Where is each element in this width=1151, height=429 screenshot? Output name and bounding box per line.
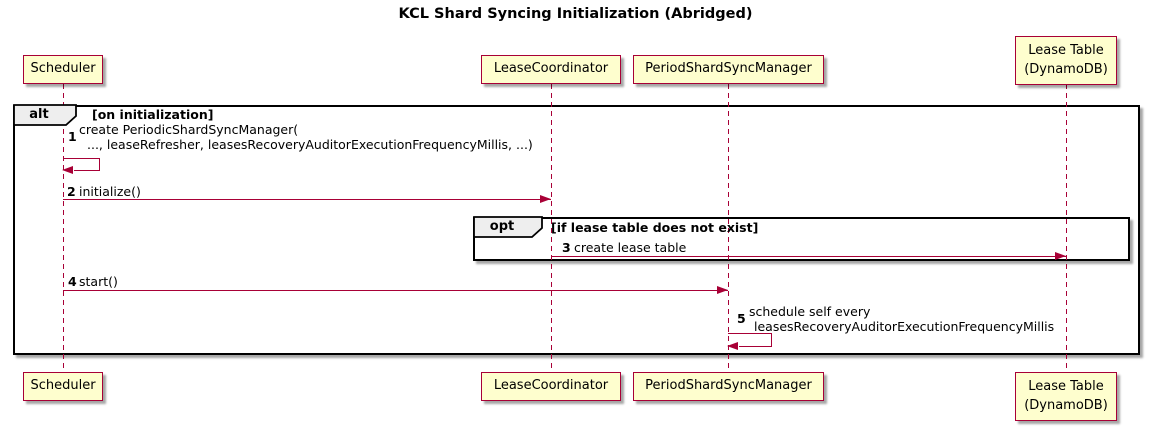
message-1-number: 1 [68,129,77,144]
message-5-self-arrow-top [728,333,772,335]
message-5-self-arrow-bottom [739,346,772,348]
opt-frame [473,217,1130,261]
lifeline-leasecoordinator [550,84,552,372]
participant-leasetable-bottom: Lease Table (DynamoDB) [1015,372,1117,421]
message-1-text-line1: create PeriodicShardSyncManager( [79,122,299,137]
message-3-arrowhead [1055,252,1066,260]
participant-leasetable-sublabel: (DynamoDB) [1024,62,1108,77]
message-3-number: 3 [562,240,571,255]
participant-periodshardsyncmanager-top: PeriodShardSyncManager [633,55,824,84]
message-2-text: initialize() [79,184,141,199]
participant-scheduler-bottom: Scheduler [23,372,103,401]
participant-leasetable-top: Lease Table (DynamoDB) [1015,36,1117,85]
message-5-text-line2: leasesRecoveryAuditorExecutionFrequencyM… [754,318,1055,334]
alt-operator-pentagon [13,104,77,126]
message-5-number: 5 [737,311,746,326]
message-1-text: create PeriodicShardSyncManager( ..., le… [79,122,533,152]
message-3-arrow-line [551,256,1066,258]
participant-leasetable-label: Lease Table [1028,379,1104,394]
message-4-text: start() [79,274,118,289]
participant-leasecoordinator-top: LeaseCoordinator [481,55,621,84]
opt-operator-pentagon [473,216,543,238]
participant-leasecoordinator-bottom: LeaseCoordinator [481,372,621,401]
opt-operator-pentagon-shape [473,216,543,238]
message-2-arrowhead [540,195,551,203]
participant-leasetable-label: Lease Table [1028,43,1104,58]
participant-scheduler-top: Scheduler [23,55,103,84]
participant-periodshardsyncmanager-label: PeriodShardSyncManager [645,61,812,76]
opt-guard-condition: [if lease table does not exist] [551,220,759,235]
participant-periodshardsyncmanager-label: PeriodShardSyncManager [645,378,812,393]
message-5-arrowhead [727,342,738,350]
message-5-text: schedule self every leasesRecoveryAudito… [749,304,1055,334]
alt-operator-pentagon-shape [13,104,77,126]
participant-periodshardsyncmanager-bottom: PeriodShardSyncManager [633,372,824,401]
opt-operator-label: opt [489,219,515,234]
message-5-self-arrow-side [771,333,773,347]
participant-leasetable-sublabel: (DynamoDB) [1024,398,1108,413]
lifeline-periodshardsyncmanager [727,84,729,372]
alt-guard-condition: [on initialization] [92,107,214,122]
message-1-self-arrow-side [99,158,101,171]
message-1-self-arrow-bottom [74,170,100,172]
diagram-title: KCL Shard Syncing Initialization (Abridg… [398,6,753,22]
participant-scheduler-label: Scheduler [30,61,96,76]
message-4-number: 4 [68,274,77,289]
message-5-text-line1: schedule self every [749,304,871,319]
message-3-text: create lease table [574,240,687,255]
participant-leasecoordinator-label: LeaseCoordinator [493,61,609,76]
alt-operator-label: alt [29,107,49,122]
message-1-self-arrow-top [63,158,100,160]
message-4-arrowhead [717,286,728,294]
participant-scheduler-label: Scheduler [30,378,96,393]
lifeline-leasetable [1065,84,1067,372]
message-4-arrow-line [63,290,728,292]
message-1-arrowhead [62,166,73,174]
message-2-arrow-line [63,199,551,201]
message-1-text-line2: ..., leaseRefresher, leasesRecoveryAudit… [87,136,533,152]
lifeline-scheduler [62,84,64,372]
participant-leasecoordinator-label: LeaseCoordinator [493,378,609,393]
message-2-number: 2 [67,184,76,199]
